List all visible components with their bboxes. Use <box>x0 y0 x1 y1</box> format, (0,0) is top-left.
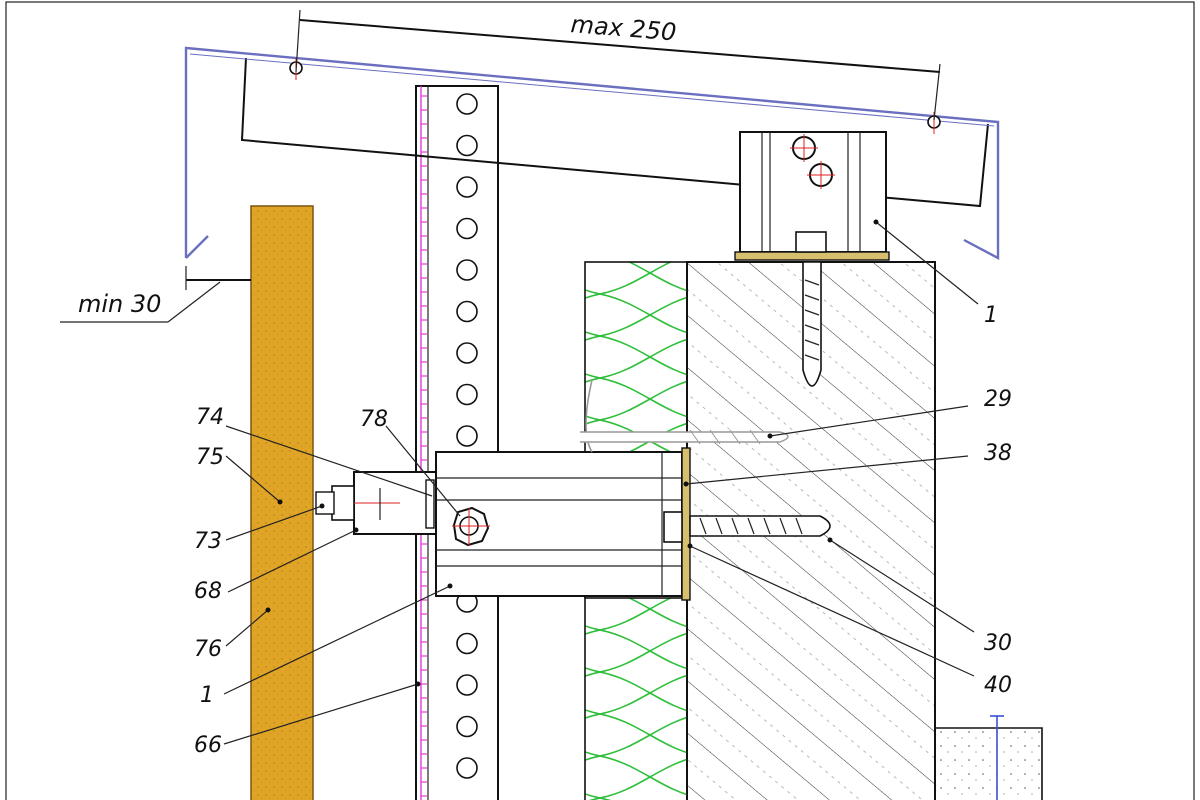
callout-30: 30 <box>984 631 1012 656</box>
rail-hole <box>456 217 478 240</box>
callout-76: 76 <box>194 637 222 662</box>
rail-hole <box>456 757 478 779</box>
callout-38: 38 <box>984 441 1012 466</box>
top-bracket-elevation <box>734 131 890 387</box>
rail-hole <box>456 342 478 364</box>
callout-1-left: 1 <box>200 683 214 708</box>
dimension-min: min 30 <box>60 266 251 323</box>
rail-hole <box>456 383 478 406</box>
anchor-30 <box>663 511 831 543</box>
top-bracket-plan <box>184 46 1000 260</box>
callout-40: 40 <box>984 673 1012 698</box>
callout-74: 74 <box>196 405 224 430</box>
callout-66: 66 <box>194 733 222 758</box>
bolt-78 <box>452 506 490 547</box>
rail-hole <box>456 259 478 281</box>
floor-slab <box>934 715 1043 800</box>
callout-75: 75 <box>196 445 224 470</box>
rail-hole <box>456 176 478 198</box>
callout-1-top: 1 <box>984 303 998 328</box>
side-fastener <box>315 471 437 535</box>
callout-labels: 1 29 38 30 40 74 75 73 68 76 1 66 78 <box>194 303 1012 758</box>
leader-lines <box>223 219 979 745</box>
dimension-max-text: max 250 <box>570 10 678 46</box>
rail-hole <box>456 674 478 696</box>
callout-73: 73 <box>194 529 222 554</box>
callout-68: 68 <box>194 579 222 604</box>
drawing-frame <box>5 1 1195 800</box>
rail-hole <box>456 300 478 323</box>
callout-29: 29 <box>984 387 1012 412</box>
rail-hole <box>456 715 478 738</box>
rail-hole <box>456 632 478 655</box>
dimension-min-text: min 30 <box>78 290 161 318</box>
rail-hole <box>456 93 478 115</box>
callout-78: 78 <box>360 407 388 432</box>
rail-hole <box>456 134 478 157</box>
dimension-max: max 250 <box>295 9 941 121</box>
vertical-rail <box>415 85 499 800</box>
insulation-dowel-29 <box>580 379 789 453</box>
rail-hole <box>456 425 478 447</box>
